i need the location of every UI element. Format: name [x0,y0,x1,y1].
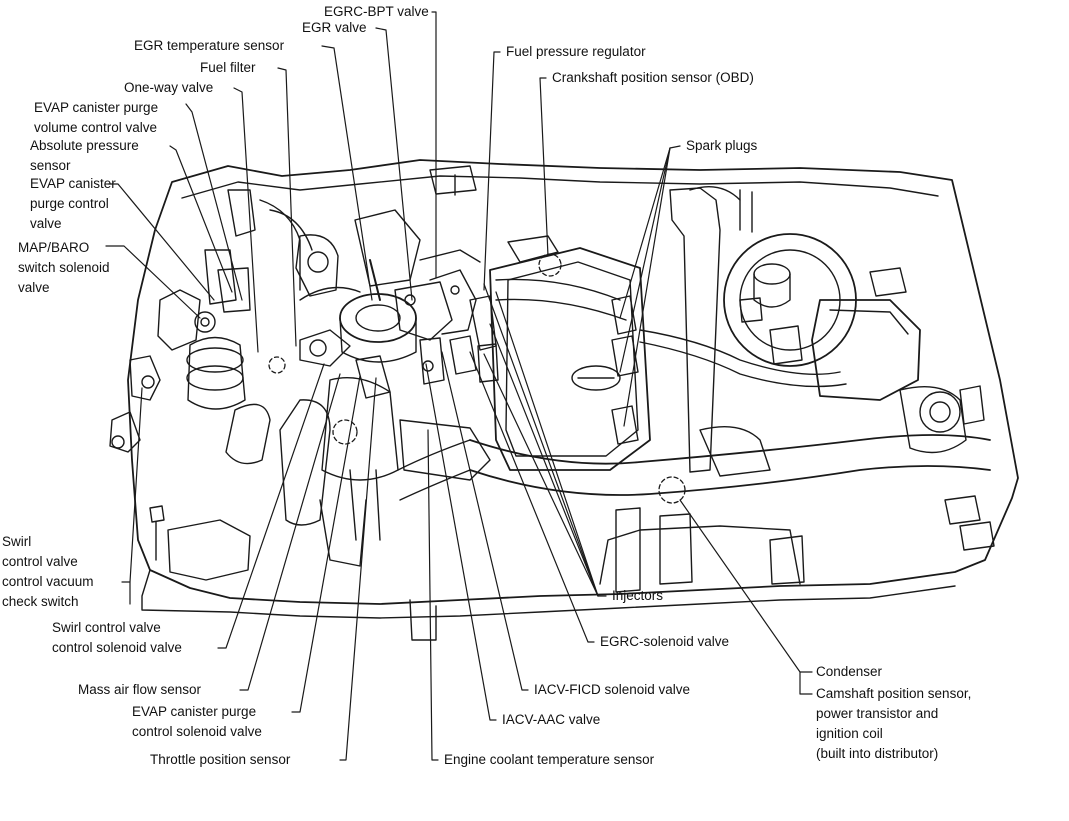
one-way-valve-label: One-way valve [124,80,214,95]
iacv-aac-label: IACV-AAC valve [502,712,601,727]
absolute-pressure-label: Absolute pressure sensor [30,138,139,173]
egr-valve-label: EGR valve [302,20,367,35]
fuel-filter-label: Fuel filter [200,60,256,75]
intake-manifold [279,165,499,567]
swirl-check-switch-label: Swirl control valve control vacuum check… [2,534,94,609]
valve-cover [489,235,651,471]
leader-lines [105,11,813,761]
injectors-label: Injectors [612,588,664,603]
map-baro-label: MAP/BARO switch solenoid valve [18,240,110,295]
evap-purge-control-label: EVAP canister purge control valve [30,176,116,231]
egrc-solenoid-label: EGRC-solenoid valve [600,634,730,649]
egrc-bpt-valve-label: EGRC-BPT valve [324,4,429,19]
evap-purge-volume-label: EVAP canister purge volume control valve [34,100,159,135]
camshaft-sensor-label: Camshaft position sensor, power transist… [816,686,972,761]
spark-plugs-label: Spark plugs [686,138,758,153]
swirl-solenoid-label: Swirl control valve control solenoid val… [52,620,182,655]
engine-coolant-temp-label: Engine coolant temperature sensor [444,752,655,767]
crankshaft-position-sensor-label: Crankshaft position sensor (OBD) [552,70,754,85]
engine-bay-outline [127,159,1019,641]
throttle-position-label: Throttle position sensor [150,752,291,767]
air-intake-duct [397,434,991,501]
mass-air-flow-label: Mass air flow sensor [78,682,202,697]
egr-temperature-sensor-label: EGR temperature sensor [134,38,285,53]
left-fender-components [109,189,313,581]
fuel-pressure-regulator-label: Fuel pressure regulator [506,44,646,59]
iacv-ficd-label: IACV-FICD solenoid valve [534,682,691,697]
condenser-label: Condenser [816,664,883,679]
right-side-components [639,186,995,551]
evap-purge-solenoid-label: EVAP canister purge control solenoid val… [132,704,262,739]
callout-circles [268,253,686,504]
